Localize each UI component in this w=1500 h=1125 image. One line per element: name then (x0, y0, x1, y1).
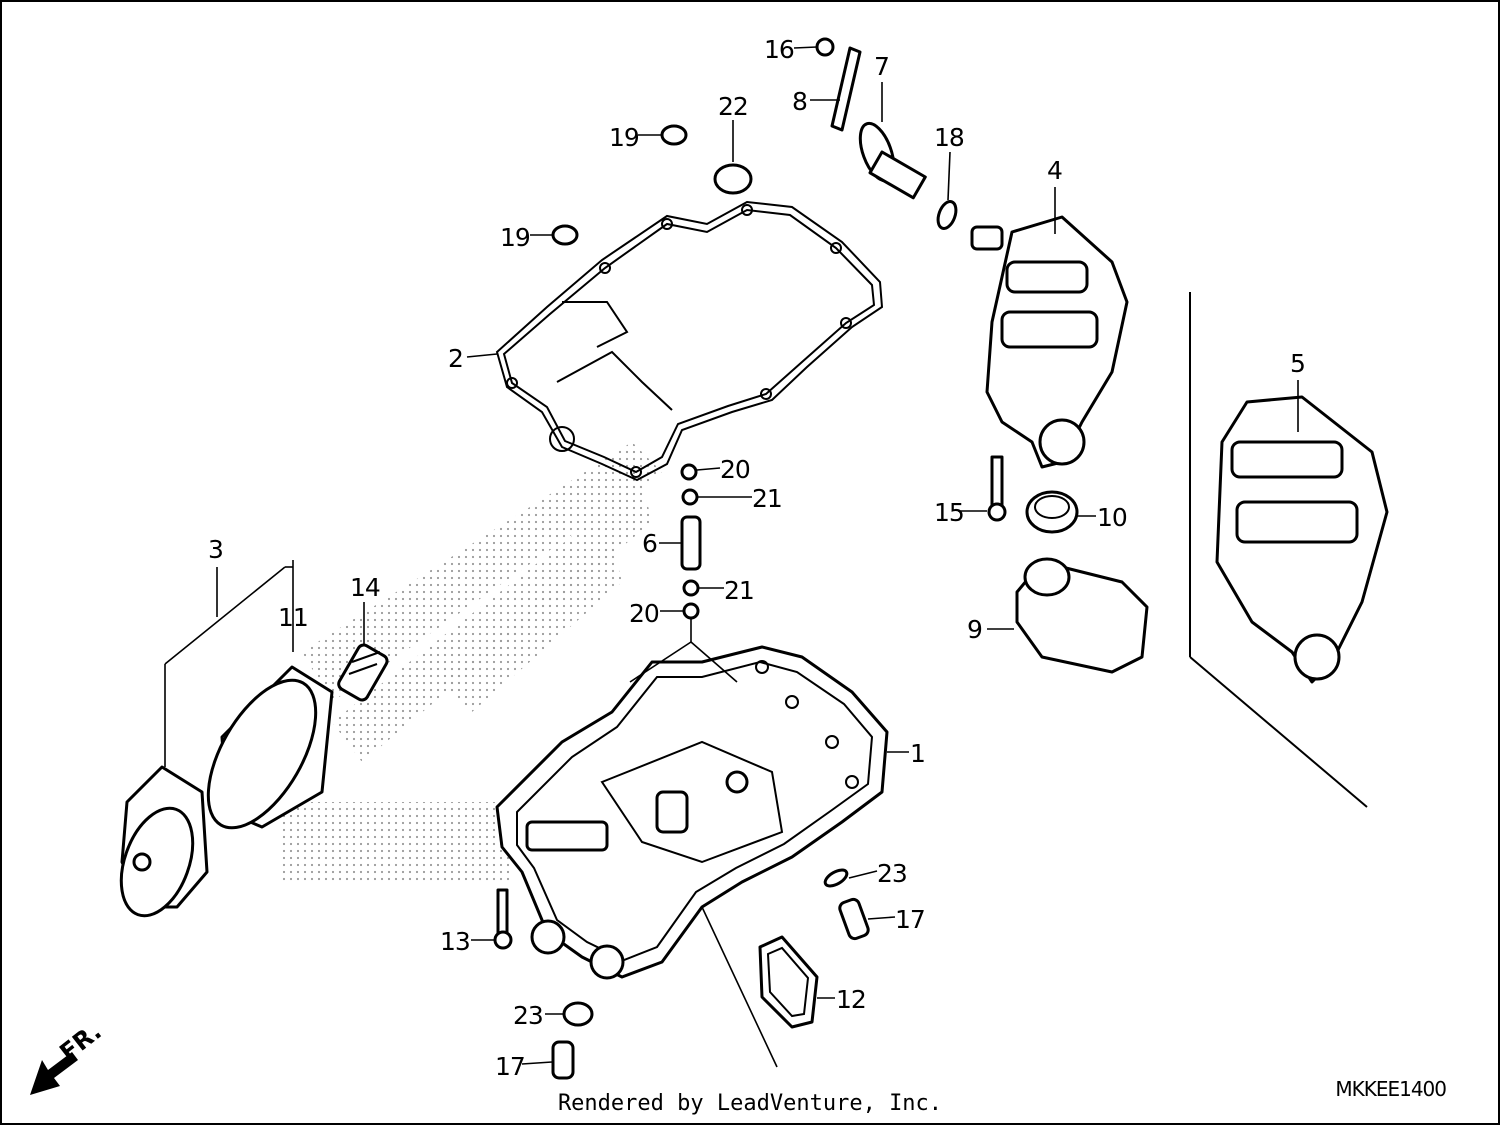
callout-6: 6 (642, 529, 657, 558)
callout-3: 3 (208, 535, 223, 564)
callout-2: 2 (448, 344, 463, 373)
oil-pan (495, 645, 889, 980)
callout-21-lower: 21 (724, 576, 754, 605)
o-ring-21-upper (681, 488, 699, 506)
callout-19-lower: 19 (500, 223, 530, 252)
callout-7: 7 (874, 52, 889, 81)
o-ring-19-upper (660, 124, 688, 146)
callout-15: 15 (934, 498, 964, 527)
diagram-code: MKKEE1400 (1335, 1077, 1447, 1101)
callout-19-upper: 19 (609, 123, 639, 152)
bolt-13 (493, 888, 513, 950)
cover-12 (758, 935, 819, 1029)
oil-filter-cap (119, 765, 209, 918)
callout-13: 13 (440, 927, 470, 956)
leader-lines (164, 46, 1299, 1068)
strainer-seal (1025, 490, 1079, 534)
callout-9: 9 (967, 615, 982, 644)
callout-16: 16 (764, 35, 794, 64)
callout-20-upper: 20 (720, 455, 750, 484)
callout-8: 8 (792, 87, 807, 116)
oil-filter (206, 665, 334, 830)
credit-line: Rendered by LeadVenture, Inc. (557, 1091, 943, 1116)
o-ring-22 (713, 163, 753, 195)
oil-pan-gasket (495, 200, 884, 482)
o-ring-19-lower (551, 224, 579, 246)
brand-watermark (282, 442, 662, 882)
filter-bolt (337, 643, 389, 702)
o-ring-20-upper (680, 463, 698, 481)
bolt-15 (987, 455, 1007, 522)
callout-5: 5 (1290, 349, 1305, 378)
callout-12: 12 (836, 985, 866, 1014)
o-ring-20-lower (682, 602, 700, 620)
callout-22: 22 (718, 92, 748, 121)
callout-23-bottom: 23 (513, 1001, 543, 1030)
callout-11: 11 (278, 603, 308, 632)
drain-bolt-17-bottom (551, 1040, 575, 1080)
washer-18 (936, 200, 958, 230)
callout-10: 10 (1097, 503, 1127, 532)
callout-23-right: 23 (877, 859, 907, 888)
oil-pump (970, 215, 1129, 469)
front-arrow-icon: FR. (30, 1017, 107, 1095)
washer-23-right (823, 868, 849, 888)
callout-20-lower: 20 (629, 599, 659, 628)
callout-17-right: 17 (895, 905, 925, 934)
callout-4: 4 (1047, 156, 1062, 185)
washer-23-bottom (562, 1001, 594, 1027)
callout-17-bottom: 17 (495, 1052, 525, 1081)
drain-bolt-17-right (838, 897, 870, 941)
callout-18: 18 (934, 123, 964, 152)
bolt-16 (815, 37, 835, 57)
callout-14: 14 (350, 573, 380, 602)
callout-labels: 1 2 3 4 5 6 7 8 9 10 11 12 13 14 15 16 1… (208, 35, 1306, 1081)
drive-sprocket (858, 121, 927, 200)
collar-6 (680, 515, 702, 571)
pin (830, 46, 862, 132)
callout-21-upper: 21 (752, 484, 782, 513)
oil-pump-assembly (1189, 292, 1389, 808)
oil-strainer (1015, 557, 1149, 674)
callout-1: 1 (910, 739, 925, 768)
o-ring-21-lower (682, 579, 700, 597)
